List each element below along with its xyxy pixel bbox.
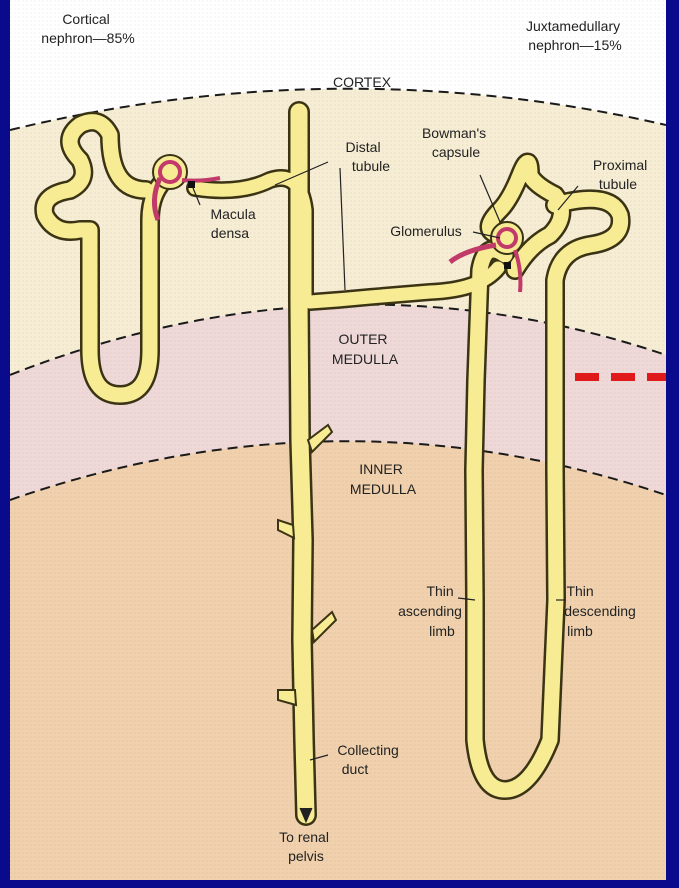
nephron-diagram-panel: Cortical nephron—85% Juxtamedullary neph… bbox=[10, 0, 666, 880]
glomerulus-label: Glomerulus bbox=[390, 223, 462, 239]
nephron-diagram: Cortical nephron—85% Juxtamedullary neph… bbox=[10, 0, 666, 880]
macula-densa-marker bbox=[188, 181, 195, 188]
cortex-label: CORTEX bbox=[333, 74, 392, 90]
juxta-bowmans-capsule bbox=[491, 222, 523, 254]
juxta-macula-marker bbox=[504, 262, 511, 269]
